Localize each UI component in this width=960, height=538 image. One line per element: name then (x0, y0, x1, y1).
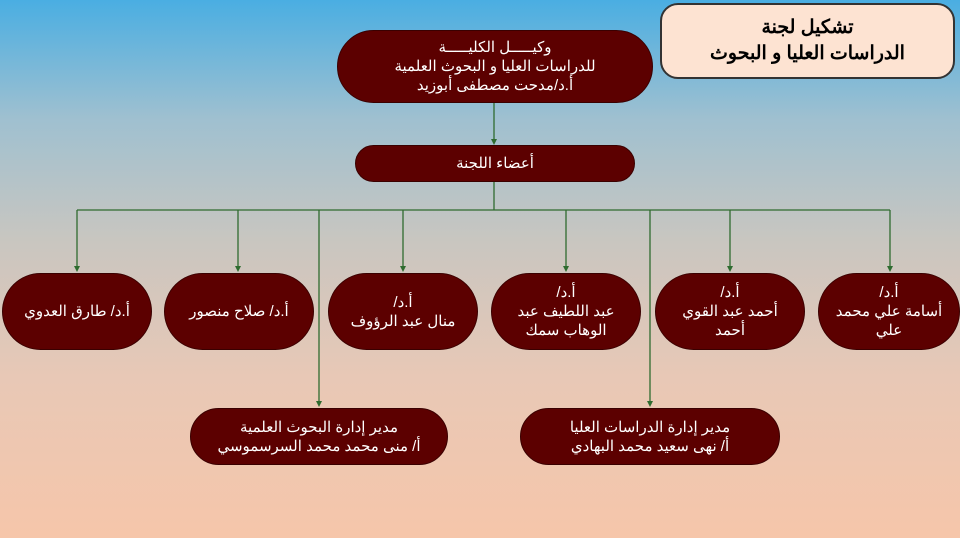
member-node: أ.د/ عبد اللطيف عبد الوهاب سمك (491, 273, 641, 350)
node-text: أ.د/ (393, 293, 413, 311)
node-text: أ/ نهى سعيد محمد البهادي (570, 437, 730, 455)
chart-title: تشكيل لجنة الدراسات العليا و البحوث (660, 3, 955, 79)
committee-node: أعضاء اللجنة (355, 145, 635, 182)
manager-node: مدير إدارة الدراسات العليا أ/ نهى سعيد م… (520, 408, 780, 465)
node-text: أ.د/ (720, 284, 740, 301)
member-node: أ.د/ صلاح منصور (164, 273, 314, 350)
node-text: علي (875, 322, 903, 339)
member-node: أ.د/ أحمد عبد القوي أحمد (655, 273, 805, 350)
node-text: أ.د/ صلاح منصور (189, 303, 289, 320)
node-text: الوهاب سمك (525, 322, 607, 339)
node-text: وكيـــــل الكليـــــة (438, 39, 552, 56)
node-text: أ.د/ (556, 284, 576, 301)
member-node: أ.د/ طارق العدوي (2, 273, 152, 350)
node-text: أعضاء اللجنة (456, 155, 534, 172)
node-text: أسامة علي محمد (835, 303, 943, 320)
node-text: منال عبد الرؤوف (350, 312, 456, 330)
title-line: تشكيل لجنة (761, 17, 854, 38)
node-text: أحمد (715, 322, 745, 339)
node-text: أ.د/مدحت مصطفى أبوزيد (416, 77, 574, 94)
node-text: مدير إدارة الدراسات العليا (569, 418, 731, 436)
member-node: أ.د/ أسامة علي محمد علي (818, 273, 960, 350)
node-text: أ.د/ (879, 284, 899, 301)
title-line: الدراسات العليا و البحوث (710, 43, 905, 64)
node-text: للدراسات العليا و البحوث العلمية (394, 58, 596, 75)
node-text: أ/ منى محمد محمد السرسموسي (217, 437, 421, 455)
node-text: أ.د/ طارق العدوي (24, 303, 130, 320)
node-text: مدير إدارة البحوث العلمية (240, 418, 398, 436)
manager-node: مدير إدارة البحوث العلمية أ/ منى محمد مح… (190, 408, 448, 465)
node-text: عبد اللطيف عبد (517, 303, 615, 320)
dean-node: وكيـــــل الكليـــــة للدراسات العليا و … (337, 30, 653, 103)
node-text: أحمد عبد القوي (682, 303, 778, 320)
member-node: أ.د/ منال عبد الرؤوف (328, 273, 478, 350)
